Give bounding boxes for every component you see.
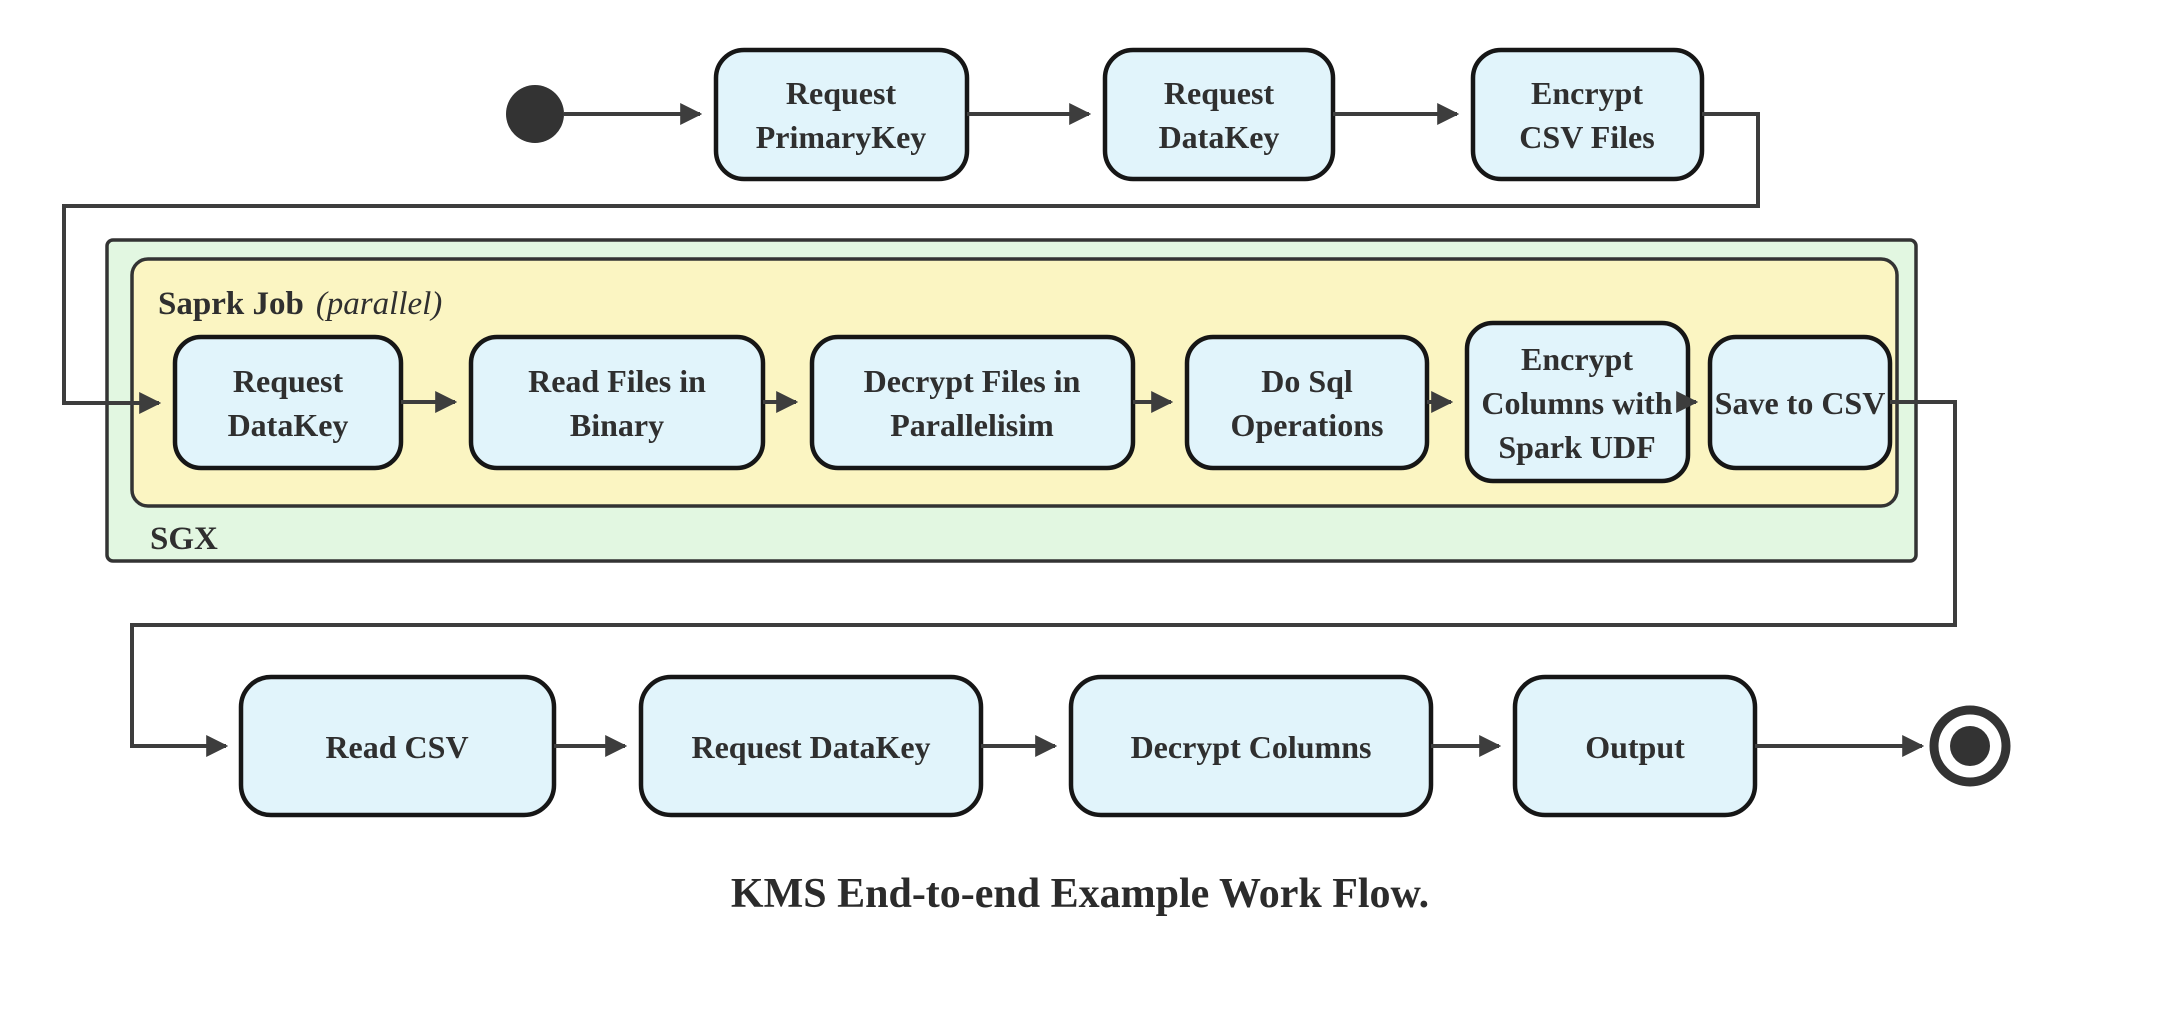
edge-encrypt-csv-to-sgx-request-datakey	[62, 112, 1760, 414]
node-encrypt-csv-files	[1470, 47, 1705, 182]
node-request-datakey-top	[1102, 47, 1336, 182]
node-decrypt-files-in-parallelism	[809, 334, 1136, 471]
node-decrypt-columns-line1: Decrypt Columns	[1131, 729, 1372, 765]
node-request-datakey-bottom-line1: Request DataKey	[691, 729, 930, 765]
node-request-primarykey-line1: Request	[786, 75, 897, 111]
node-request-primarykey	[713, 47, 970, 182]
node-do-sql-operations	[1184, 334, 1430, 471]
spark-job-parallel-qualifier: (parallel)	[316, 286, 442, 322]
node-sgx-request-datakey	[172, 334, 404, 471]
node-output-line1: Output	[1585, 729, 1685, 765]
diagram-caption: KMS End-to-end Example Work Flow.	[731, 871, 1429, 917]
spark-job-label-text: Saprk Job	[158, 286, 304, 322]
node-encrypt-csv-files-line2: CSV Files	[1519, 119, 1654, 155]
node-do-sql-operations-line2: Operations	[1231, 407, 1384, 443]
node-encrypt-columns-line1: Encrypt	[1521, 341, 1633, 377]
node-request-datakey-top-line2: DataKey	[1159, 119, 1280, 155]
node-request-primarykey-line2: PrimaryKey	[756, 119, 927, 155]
node-save-to-csv-line1: Save to CSV	[1715, 385, 1886, 421]
node-sgx-request-datakey-line1: Request	[233, 363, 344, 399]
node-sgx-request-datakey-line2: DataKey	[228, 407, 349, 443]
node-read-files-in-binary-line1: Read Files in	[528, 363, 706, 399]
node-request-datakey-top-line1: Request	[1164, 75, 1275, 111]
spark-job-cluster-label: Saprk Job (parallel)	[158, 286, 442, 322]
node-decrypt-files-line2: Parallelisim	[890, 407, 1054, 443]
edge-save-csv-to-read-csv	[130, 400, 1957, 757]
node-decrypt-files-line1: Decrypt Files in	[864, 363, 1081, 399]
node-encrypt-columns-line2: Columns with	[1481, 385, 1672, 421]
node-read-files-in-binary	[468, 334, 766, 471]
node-read-files-in-binary-line2: Binary	[570, 407, 664, 443]
sgx-cluster-label: SGX	[150, 521, 218, 557]
node-do-sql-operations-line1: Do Sql	[1261, 363, 1353, 399]
node-encrypt-columns-line3: Spark UDF	[1498, 429, 1655, 465]
node-read-csv-line1: Read CSV	[325, 729, 468, 765]
final-state-dot	[1950, 726, 1990, 766]
node-encrypt-csv-files-line1: Encrypt	[1531, 75, 1643, 111]
start-state	[506, 85, 564, 143]
